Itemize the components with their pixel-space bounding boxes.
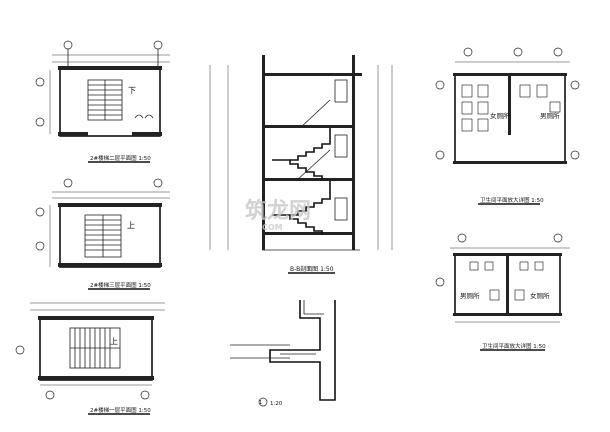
label-mens: 男厕所 <box>540 111 560 120</box>
stair-treads <box>69 327 121 369</box>
watermark-sub: COM <box>262 223 283 232</box>
detail-1: 1 1:20 <box>230 300 336 407</box>
title-toilet-detail: 卫生间平面放大详图 1:50 <box>482 342 546 350</box>
stair-treads <box>84 214 122 258</box>
title-stair2-second: 2#楼梯二层平面图 1:50 <box>90 154 151 162</box>
fixtures-left <box>461 84 489 132</box>
title-section-bb: B-B剖面图 1:50 <box>290 265 334 273</box>
axis-marker <box>153 40 163 50</box>
title-stair2-first: 2#楼梯一层平面图 1:50 <box>90 406 151 414</box>
axis-marker <box>63 40 73 50</box>
section-bb: B-B剖面图 1:50 <box>209 55 393 274</box>
watermark: 筑龙网 COM <box>245 198 311 232</box>
stair-treads <box>87 79 123 121</box>
label-womens: 女厕所 <box>490 111 510 120</box>
stair-plan-second-floor: 下 2#楼梯二层平面图 1:50 <box>35 40 170 163</box>
svg-text:1: 1 <box>259 400 262 406</box>
title-stair2-third: 2#楼梯三层平面图 1:50 <box>90 281 151 289</box>
label-down: 下 <box>128 86 136 95</box>
label-up: 上 <box>110 337 118 346</box>
toilet-plan-large: 女厕所 男厕所 卫生间平面放大详图 1:50 <box>435 47 580 205</box>
stair-plan-third-floor: 上 2#楼梯三层平面图 1:50 <box>35 178 170 290</box>
fixtures-right <box>519 84 561 113</box>
watermark-text: 筑龙网 <box>245 198 311 224</box>
label-mens-2: 男厕所 <box>460 291 480 300</box>
stair-plan-first-floor: 上 2#楼梯一层平面图 1:50 <box>15 302 165 415</box>
toilet-plan-detail: 男厕所 女厕所 卫生间平面放大详图 1:50 <box>435 233 570 351</box>
label-womens-2: 女厕所 <box>530 291 550 300</box>
title-toilet-large: 卫生间平面放大详图 1:50 <box>480 196 544 204</box>
title-detail-1: 1:20 <box>270 401 283 407</box>
label-up-down: 上 <box>127 221 135 230</box>
